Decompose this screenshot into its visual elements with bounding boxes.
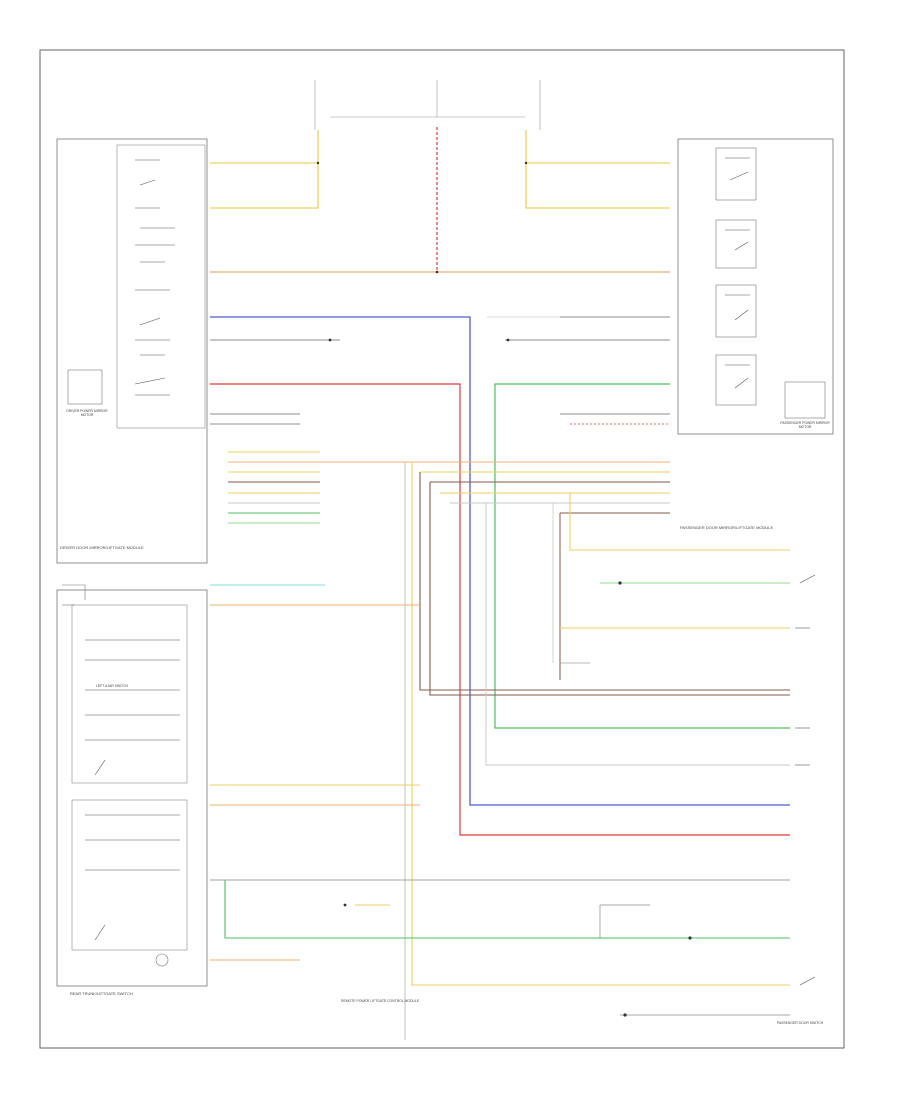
passenger-motor-label: PASSENGER POWER MIRROR MOTOR xyxy=(780,421,830,429)
yellow-feed-right xyxy=(525,130,670,209)
passenger-switch-block-3 xyxy=(715,284,757,338)
ground-symbol xyxy=(155,953,169,967)
green-wire-right xyxy=(494,383,790,729)
driver-motor-label: DRIVER POWER MIRROR MOTOR xyxy=(66,409,108,417)
bottom-module-label: REMOTE POWER LIFTGATE CONTROL MODULE xyxy=(341,999,419,1003)
diagram-border xyxy=(39,49,845,1049)
blue-wire xyxy=(210,316,790,806)
rear-switch-box-2 xyxy=(71,799,188,951)
rear-switch-contacts xyxy=(85,639,180,941)
driver-switch-contacts xyxy=(134,159,175,396)
yellow-feed-left xyxy=(210,130,319,209)
driver-switch-box xyxy=(116,144,206,429)
rear-switch-box xyxy=(71,604,188,784)
passenger-switch-contacts xyxy=(725,157,750,389)
left-ajar-label: LEFT AJAR SWITCH xyxy=(96,684,128,688)
passenger-mirror-motor xyxy=(784,381,826,419)
rear-switch-panel xyxy=(56,589,208,987)
passenger-switch-block-4 xyxy=(715,354,757,406)
driver-panel-label: DRIVER DOOR MIRROR/LIFTGATE MODULE xyxy=(60,545,144,550)
passenger-module-panel xyxy=(677,138,834,435)
passenger-door-switch-label: PASSENGER DOOR SWITCH xyxy=(776,1021,824,1025)
driver-mirror-motor xyxy=(67,369,103,405)
rear-panel-label: REAR TRUNK/LIFTGATE SWITCH xyxy=(70,991,133,996)
passenger-panel-label: PASSENGER DOOR MIRROR/LIFTGATE MODULE xyxy=(680,525,774,530)
passenger-switch-block-2 xyxy=(715,219,757,269)
red-wire xyxy=(210,383,790,836)
driver-module-panel xyxy=(56,138,208,564)
green-ground xyxy=(224,880,790,939)
passenger-switch-block-1 xyxy=(715,147,757,201)
